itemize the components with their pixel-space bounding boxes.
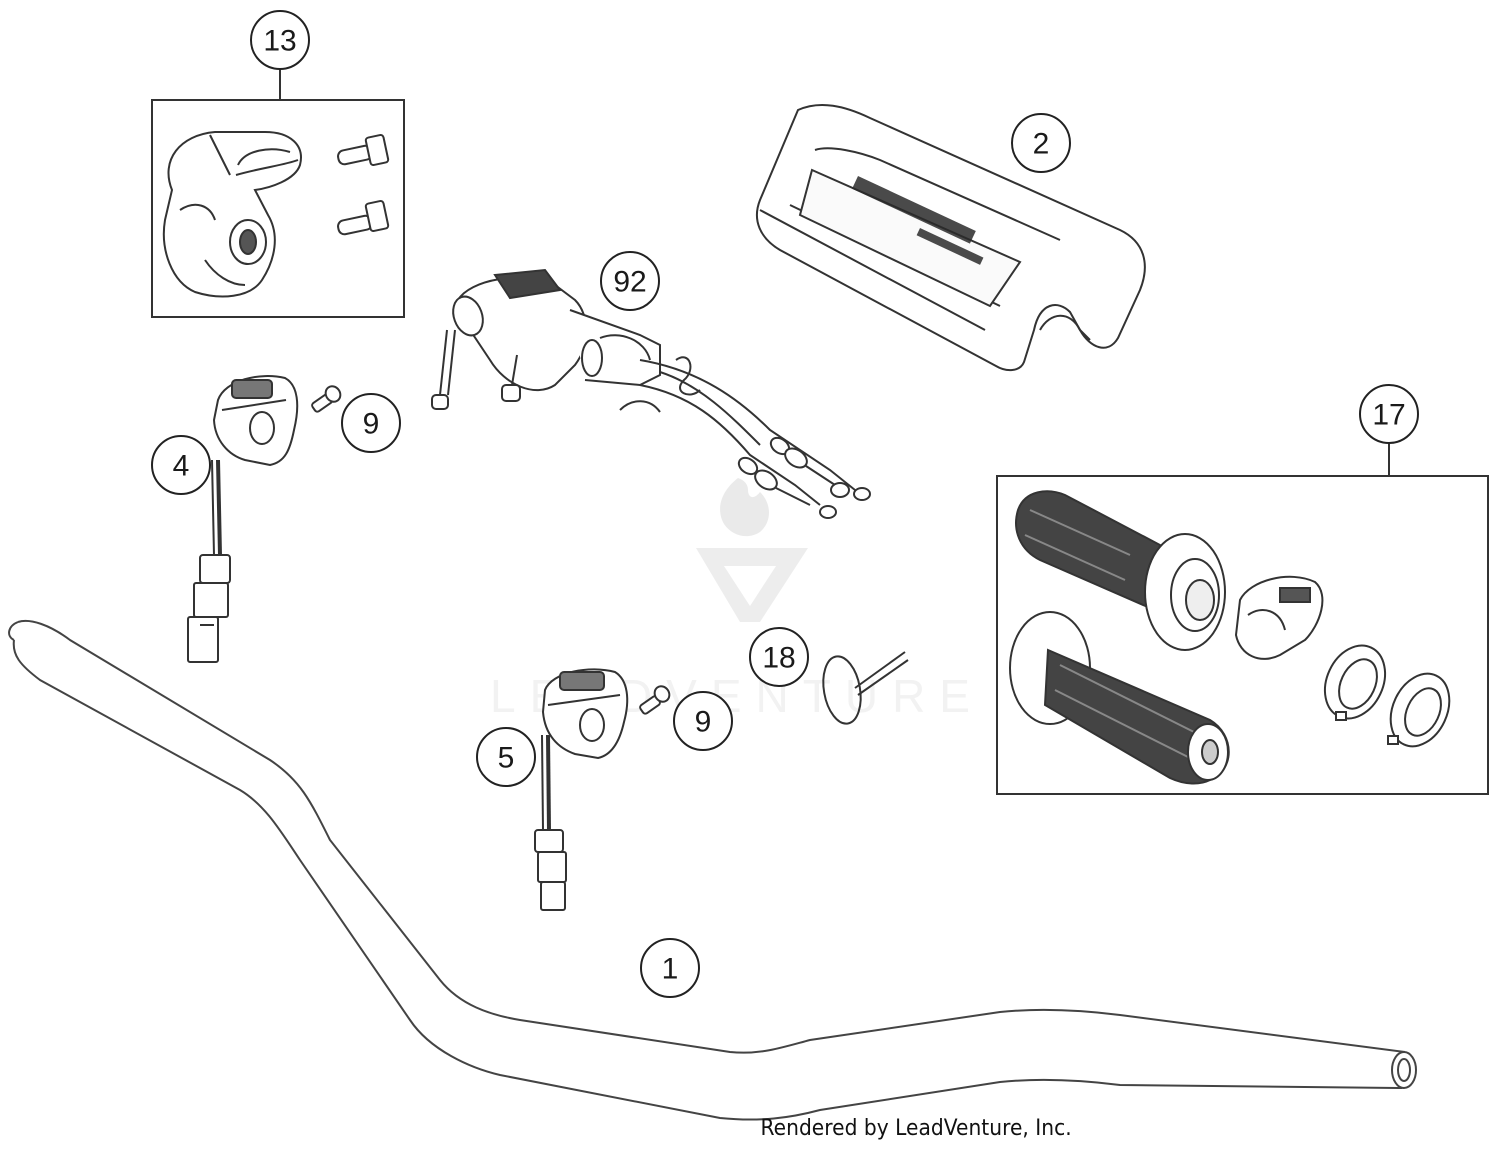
part-17-grip-assembly (996, 438, 1489, 795)
clamp-ring-1 (1323, 644, 1387, 721)
callout-1-label: 1 (662, 953, 679, 986)
part-18-cable-tie (822, 651, 909, 725)
callout-1: 1 (640, 938, 700, 998)
husqvarna-logo (852, 175, 984, 265)
part-5-switch (534, 668, 629, 911)
callout-9b-label: 9 (695, 706, 712, 739)
throttle-sleeve (1234, 575, 1324, 660)
bolt-upper (337, 133, 390, 167)
part-4-switch (187, 375, 299, 663)
callout-13: 13 (250, 10, 310, 70)
callout-17-label: 17 (1372, 399, 1405, 432)
footer-text: Rendered by LeadVenture, Inc. (760, 1116, 1072, 1141)
callout-18: 18 (749, 627, 809, 687)
callout-17: 17 (1359, 384, 1419, 444)
cable-end-1 (769, 436, 871, 501)
callout-2: 2 (1011, 113, 1071, 173)
callout-4-label: 4 (173, 450, 190, 483)
callout-92: 92 (600, 251, 660, 311)
callout-9a: 9 (341, 393, 401, 453)
grip-upper (1015, 490, 1226, 651)
callout-2-label: 2 (1033, 128, 1050, 161)
callout-18-label: 18 (762, 642, 795, 675)
callout-4: 4 (151, 435, 211, 495)
part-9-screw-upper (311, 385, 342, 413)
clamp-ring-2 (1387, 672, 1451, 748)
callout-5-label: 5 (498, 742, 515, 775)
part-9-screw-lower (639, 685, 671, 715)
part-92-throttle-assembly (431, 268, 871, 519)
callout-13-label: 13 (263, 25, 296, 58)
callout-92-label: 92 (613, 266, 646, 299)
callout-9a-label: 9 (363, 408, 380, 441)
bolt-lower (337, 199, 390, 236)
footer-credit: Rendered by LeadVenture, Inc. (0, 1116, 1500, 1141)
callout-9b: 9 (673, 691, 733, 751)
callout-5: 5 (476, 727, 536, 787)
cable-end-2 (737, 456, 837, 519)
part-2-bar-pad (755, 103, 1146, 372)
part-1-handlebar (8, 620, 1417, 1121)
part-13-assembly (151, 62, 405, 318)
grip-lower (1009, 611, 1230, 785)
clamp-bracket (162, 131, 302, 298)
